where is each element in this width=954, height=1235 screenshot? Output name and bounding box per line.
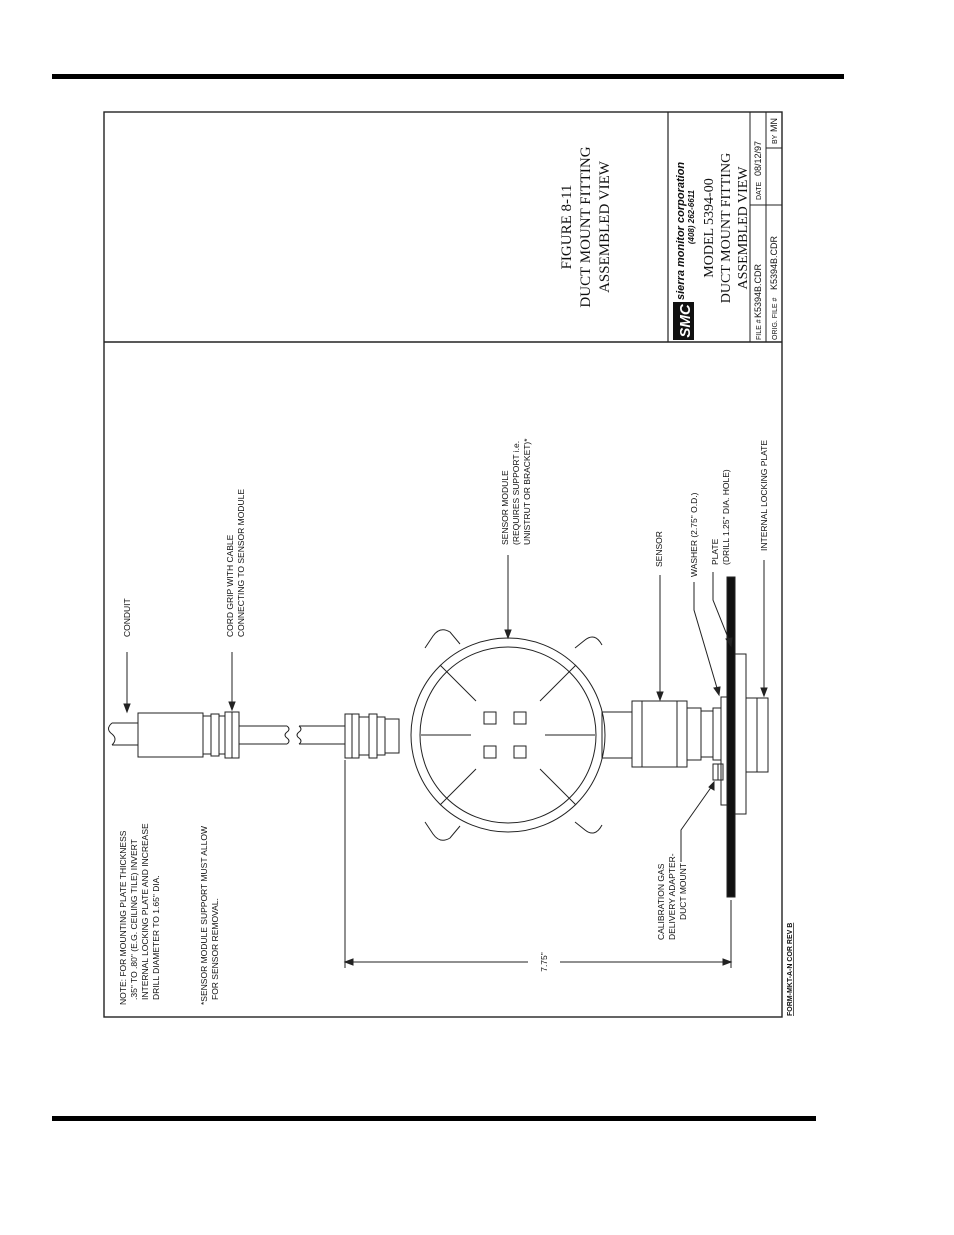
figure-title-line-2: ASSEMBLED VIEW: [597, 160, 613, 293]
bottom-rule: [52, 1116, 816, 1121]
sensor-module-label-3: UNISTRUT OR BRACKET)*: [522, 438, 532, 545]
cord-grip-bottom: [344, 713, 400, 759]
dimension-label: 7.75": [539, 952, 549, 972]
cable: [239, 725, 345, 745]
cord-grip-label-2: CONNECTING TO SENSOR MODULE: [236, 489, 246, 637]
note-1-line-4: DRILL DIAMETER TO 1.65" DIA.: [151, 875, 161, 1000]
orig-file-value: K5394B.CDR: [769, 235, 779, 290]
conduit-label: CONDUIT: [122, 598, 132, 637]
internal-locking-plate-label: INTERNAL LOCKING PLATE: [759, 440, 769, 551]
orig-file-label: ORIG. FILE #: [772, 297, 779, 340]
company-phone: (408) 262-6611: [687, 189, 696, 244]
sensor-module-label-1: SENSOR MODULE: [500, 470, 510, 545]
company-logo: SMC: [673, 302, 694, 340]
figure-title-line-1: DUCT MOUNT FITTING: [578, 146, 594, 307]
logo-text: SMC: [677, 303, 694, 338]
calibration-label-1: CALIBRATION GAS: [656, 863, 666, 940]
notes: NOTE: FOR MOUNTING PLATE THICKNESS .35" …: [118, 823, 220, 1005]
dimension: [343, 760, 733, 968]
note-2-line-2: FOR SENSOR REMOVAL.: [210, 898, 220, 1000]
title-block: FIGURE 8-11 DUCT MOUNT FITTING ASSEMBLED…: [559, 112, 782, 342]
mounting-plate: [726, 576, 736, 898]
sensor-module-label-2: (REQUIRES SUPPORT i.e.: [511, 441, 521, 545]
sensor-label: SENSOR: [654, 531, 664, 567]
calibration-label-3: DUCT MOUNT: [678, 863, 688, 920]
cord-grip-label-1: CORD GRIP WITH CABLE: [225, 534, 235, 637]
file-label: FILE #: [756, 319, 763, 340]
note-1-line-2: .35" TO .80" (E.G. CEILING TILE) INVERT: [129, 839, 139, 1000]
by-label: BY: [772, 134, 779, 144]
model-number: MODEL 5394-00: [702, 178, 717, 277]
locking-nut: [745, 697, 769, 773]
drawing-border: [103, 111, 783, 1018]
washer-label: WASHER (2.75" O.D.): [689, 492, 699, 577]
note-2-line-1: *SENSOR MODULE SUPPORT MUST ALLOW: [199, 826, 209, 1005]
by-value: MN: [769, 118, 779, 132]
calibration-label-2: DELIVERY ADAPTER-: [667, 853, 677, 940]
plate-label-1: PLATE: [710, 538, 720, 565]
date-label: DATE: [756, 182, 763, 200]
drawing-title-line-2: ASSEMBLED VIEW: [736, 166, 751, 290]
plate-label-2: (DRILL 1.25" DIA. HOLE): [721, 469, 731, 565]
figure-number: FIGURE 8-11: [559, 185, 575, 270]
top-rule: [52, 74, 844, 79]
calibration-adapter: [712, 763, 724, 781]
conduit-part: [108, 712, 204, 758]
form-id: FORM-MKT-A-N COR REV B: [787, 923, 794, 1016]
callouts: CONDUIT CORD GRIP WITH CABLE CONNECTING …: [122, 438, 769, 940]
cord-grip-top: [202, 711, 240, 759]
file-value: K5394B.CDR: [753, 263, 763, 318]
leaders: [123, 555, 768, 862]
sensor-module-housing: [410, 629, 606, 841]
date-value: 08/12/97: [753, 141, 763, 176]
company-name: sierra monitor corporation: [675, 162, 687, 300]
locking-plate-part: [734, 653, 747, 815]
washer-part: [720, 696, 728, 806]
note-1-line-3: INTERNAL LOCKING PLATE AND INCREASE: [140, 823, 150, 1000]
sensor-body: [601, 700, 722, 768]
drawing-title-line-1: DUCT MOUNT FITTING: [719, 153, 734, 303]
note-1-line-1: NOTE: FOR MOUNTING PLATE THICKNESS: [118, 830, 128, 1005]
